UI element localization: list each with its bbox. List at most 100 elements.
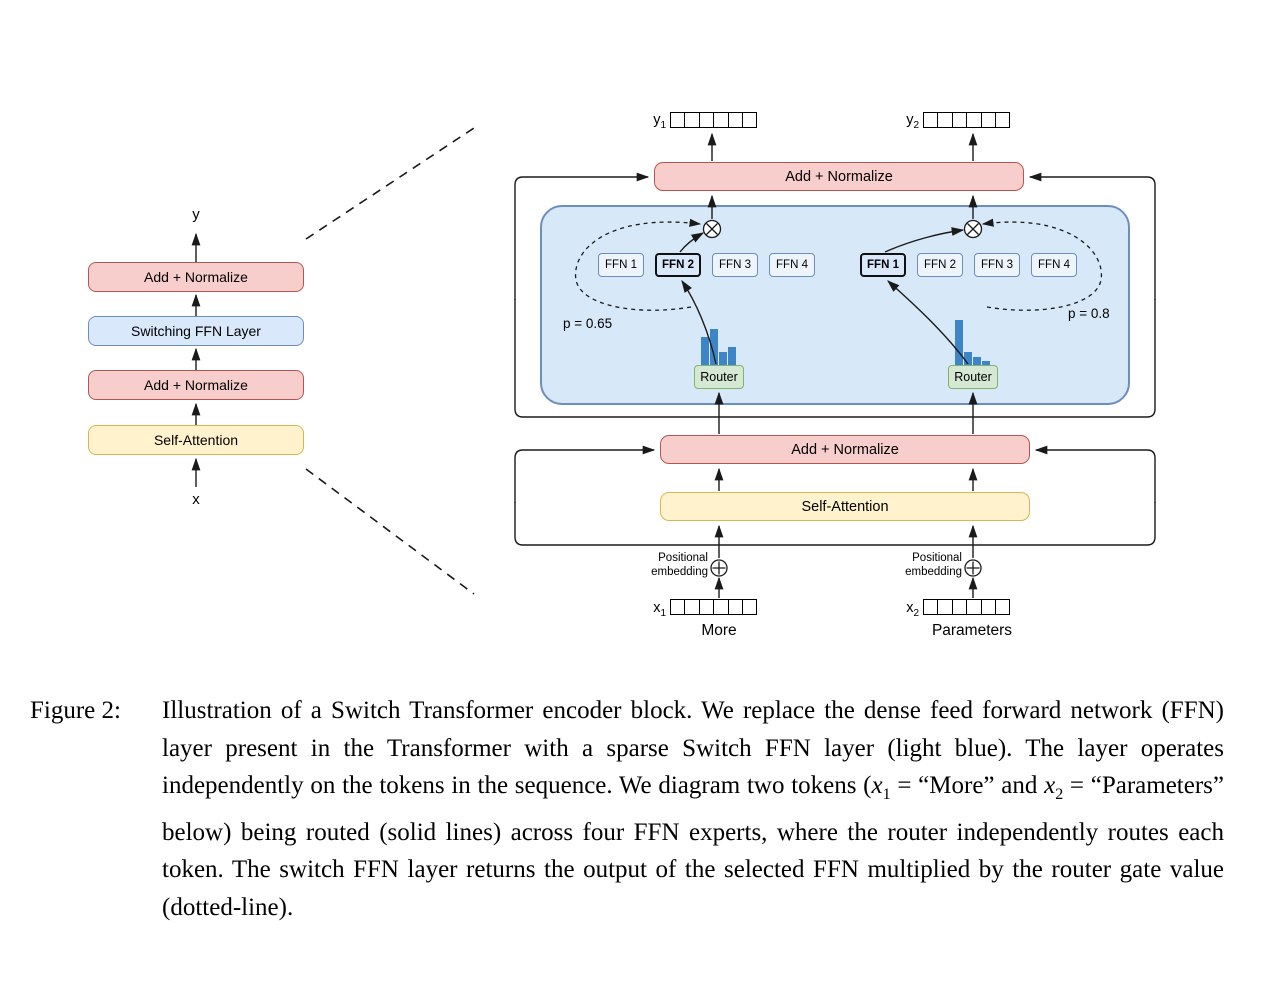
expert-ffn2: FFN 2 [655, 253, 701, 277]
mini-self-attention: Self-Attention [88, 425, 304, 455]
expert-ffn4: FFN 4 [769, 253, 815, 277]
token-x2-cells [923, 599, 1011, 615]
token-cell [741, 599, 758, 615]
mini-switching-ffn-layer-label: Switching FFN Layer [131, 323, 261, 339]
router-left-label: Router [700, 370, 738, 384]
figure-caption: Figure 2: Illustration of a Switch Trans… [30, 692, 1224, 926]
expert-ffn1: FFN 1 [860, 253, 906, 277]
token-y1-label: y1 [630, 112, 666, 131]
token-y2-label: y2 [883, 112, 919, 131]
token-cell [937, 599, 953, 615]
expert-ffn4-label: FFN 4 [1038, 259, 1070, 271]
router-right: Router [948, 365, 998, 389]
add-positional-icon [964, 559, 982, 577]
add-positional-icon [710, 559, 728, 577]
mini-add-normalize-bottom: Add + Normalize [88, 370, 304, 400]
mini-add-normalize-top-label: Add + Normalize [144, 269, 248, 285]
token-cell [741, 112, 758, 128]
positional-embedding-right-line2: embedding [905, 565, 962, 578]
positional-embedding-left-line1: Positional [658, 552, 708, 564]
mini-self-attention-label: Self-Attention [153, 432, 239, 448]
expert-ffn3-label: FFN 3 [981, 259, 1013, 271]
mini-output-label: y [192, 206, 200, 223]
self-attention-label: Self-Attention [801, 498, 889, 515]
token-cell [951, 599, 968, 615]
mini-input-label: x [192, 491, 200, 508]
expert-ffn1-label: FFN 1 [867, 259, 899, 271]
expert-ffn4-label: FFN 4 [776, 259, 808, 271]
token-cell [937, 112, 953, 128]
token-x1-label: x1 [630, 600, 666, 619]
token-cell [713, 599, 729, 615]
router-histogram-left [701, 319, 736, 365]
token-x1-sub: 1 [660, 607, 666, 619]
expert-ffn2-label: FFN 2 [924, 259, 956, 271]
router-prob-bar [701, 337, 709, 365]
expert-ffn3: FFN 3 [712, 253, 758, 277]
mini-add-normalize-bottom-label: Add + Normalize [144, 377, 248, 393]
positional-embedding-right-line1: Positional [912, 552, 962, 564]
add-normalize-mid-label: Add + Normalize [791, 441, 899, 458]
token-cell [698, 599, 715, 615]
token-cell [966, 599, 982, 615]
token-cell [966, 112, 982, 128]
token-x1-word: More [701, 622, 737, 639]
zoom-connector-dashes [305, 127, 475, 595]
expert-ffn2: FFN 2 [917, 253, 963, 277]
positional-embedding-right: Positional embedding [852, 552, 962, 579]
expert-ffn2-label: FFN 2 [662, 259, 694, 271]
token-x2-label: x2 [883, 600, 919, 619]
positional-embedding-left-line2: embedding [651, 565, 708, 578]
token-cell [980, 112, 996, 128]
token-cell [980, 599, 996, 615]
token-cell [684, 599, 700, 615]
gate-probability-right: p = 0.8 [1068, 306, 1110, 321]
token-x2-base: x [906, 600, 914, 616]
router-right-label: Router [954, 370, 992, 384]
caption-label: Figure 2: [30, 697, 121, 724]
add-normalize-mid: Add + Normalize [660, 435, 1030, 464]
expert-ffn1: FFN 1 [598, 253, 644, 277]
gate-probability-left: p = 0.65 [563, 316, 613, 331]
router-prob-bar [973, 357, 981, 365]
add-normalize-top: Add + Normalize [654, 162, 1024, 191]
expert-group-1: FFN 1 FFN 2 FFN 3 FFN 4 [598, 253, 815, 277]
token-cell [923, 112, 939, 128]
router-histogram-right [955, 319, 990, 365]
token-x1-base: x [653, 600, 661, 616]
token-cell [670, 112, 686, 128]
token-y2-base: y [906, 112, 914, 128]
token-cell [727, 599, 743, 615]
router-prob-bar [955, 320, 963, 365]
router-left: Router [694, 365, 744, 389]
router-prob-bar [964, 352, 972, 365]
token-y2-cells [923, 112, 1011, 128]
self-attention: Self-Attention [660, 492, 1030, 521]
expert-ffn3: FFN 3 [974, 253, 1020, 277]
token-y1-sub: 1 [660, 119, 666, 131]
token-cell [713, 112, 729, 128]
token-cell [698, 112, 715, 128]
token-cell [951, 112, 968, 128]
positional-embedding-left: Positional embedding [598, 552, 708, 579]
router-prob-bar [719, 352, 727, 365]
add-normalize-top-label: Add + Normalize [785, 168, 893, 185]
router-prob-bar [710, 329, 718, 365]
token-cell [670, 599, 686, 615]
expert-ffn1-label: FFN 1 [605, 259, 637, 271]
mini-add-normalize-top: Add + Normalize [88, 262, 304, 292]
expert-group-2: FFN 1 FFN 2 FFN 3 FFN 4 [860, 253, 1077, 277]
token-y2-sub: 2 [913, 119, 919, 131]
token-cell [994, 599, 1011, 615]
expert-ffn3-label: FFN 3 [719, 259, 751, 271]
token-x2-word: Parameters [931, 622, 1013, 639]
token-cell [684, 112, 700, 128]
token-y1-base: y [653, 112, 661, 128]
token-cell [727, 112, 743, 128]
mini-switching-ffn-layer: Switching FFN Layer [88, 316, 304, 346]
token-cell [994, 112, 1011, 128]
token-x2-sub: 2 [913, 607, 919, 619]
token-y1-cells [670, 112, 758, 128]
token-x1-cells [670, 599, 758, 615]
